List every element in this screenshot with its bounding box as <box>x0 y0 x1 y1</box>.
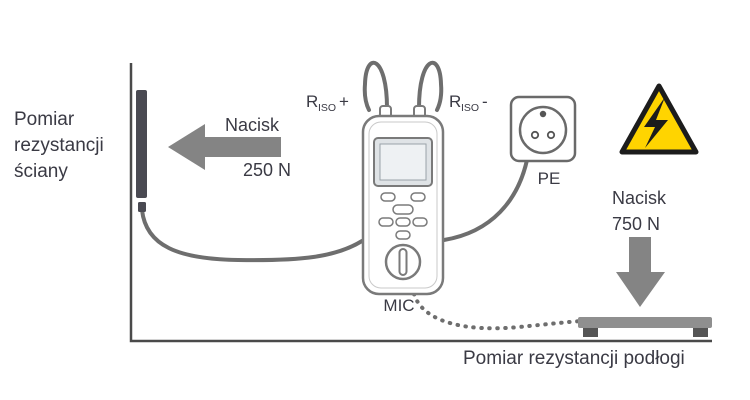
wall-measurement-line2: rezystancji <box>14 135 104 156</box>
socket-hole-right <box>546 130 556 140</box>
device-buttons <box>378 192 428 240</box>
wall-force-value: 250 N <box>243 160 291 180</box>
riso-minus-sign: - <box>482 92 488 111</box>
socket-cable <box>442 158 529 242</box>
riso-plus-label: R ISO + <box>306 92 349 114</box>
cables-group <box>140 60 584 331</box>
warning-triangle-shape <box>619 83 699 155</box>
floor-electrode <box>578 317 712 337</box>
riso-plus-sub: ISO <box>318 102 336 114</box>
floor-electrode-plate <box>578 317 712 328</box>
wall-floor-lines <box>129 63 712 343</box>
floor-pressure-arrow <box>616 237 665 307</box>
riso-plus-sign: + <box>339 92 349 111</box>
wall-measurement-line1: Pomiar <box>14 109 75 130</box>
riso-plus-r: R <box>306 92 318 111</box>
floor-force-title: Nacisk <box>612 188 667 208</box>
warning-triangle <box>619 83 699 155</box>
wall-measurement-line3: ściany <box>14 161 68 182</box>
floor-probe-dotted-cable <box>412 292 584 331</box>
floor-force-value: 750 N <box>612 214 660 234</box>
wall-electrode-cable <box>140 208 364 263</box>
wall-force-title: Nacisk <box>225 115 280 135</box>
mic-device <box>361 105 445 296</box>
test-lead-left <box>362 60 389 112</box>
floor-measurement-label: Pomiar rezystancji podłogi <box>463 348 685 369</box>
device-knob-slot <box>398 248 408 276</box>
riso-minus-r: R <box>449 92 461 111</box>
wall-electrode <box>136 90 147 212</box>
mic-label: MIC <box>383 296 414 315</box>
pe-label: PE <box>538 169 561 188</box>
riso-minus-sub: ISO <box>461 102 479 114</box>
floor-electrode-foot-right <box>693 328 708 337</box>
device-screen-inner <box>379 143 427 181</box>
floor-electrode-foot-left <box>583 328 598 337</box>
device-body-inner <box>368 121 438 289</box>
socket-hole-left <box>530 130 540 140</box>
wall-pressure-arrow <box>168 124 281 170</box>
wall-measurement-label: Pomiar rezystancji ściany <box>14 109 104 182</box>
test-lead-right <box>417 60 444 112</box>
power-socket <box>509 95 577 163</box>
socket-earth-pin <box>539 110 547 118</box>
riso-minus-label: R ISO - <box>449 92 488 114</box>
socket-face <box>518 105 568 155</box>
lightning-bolt-icon <box>644 97 668 148</box>
